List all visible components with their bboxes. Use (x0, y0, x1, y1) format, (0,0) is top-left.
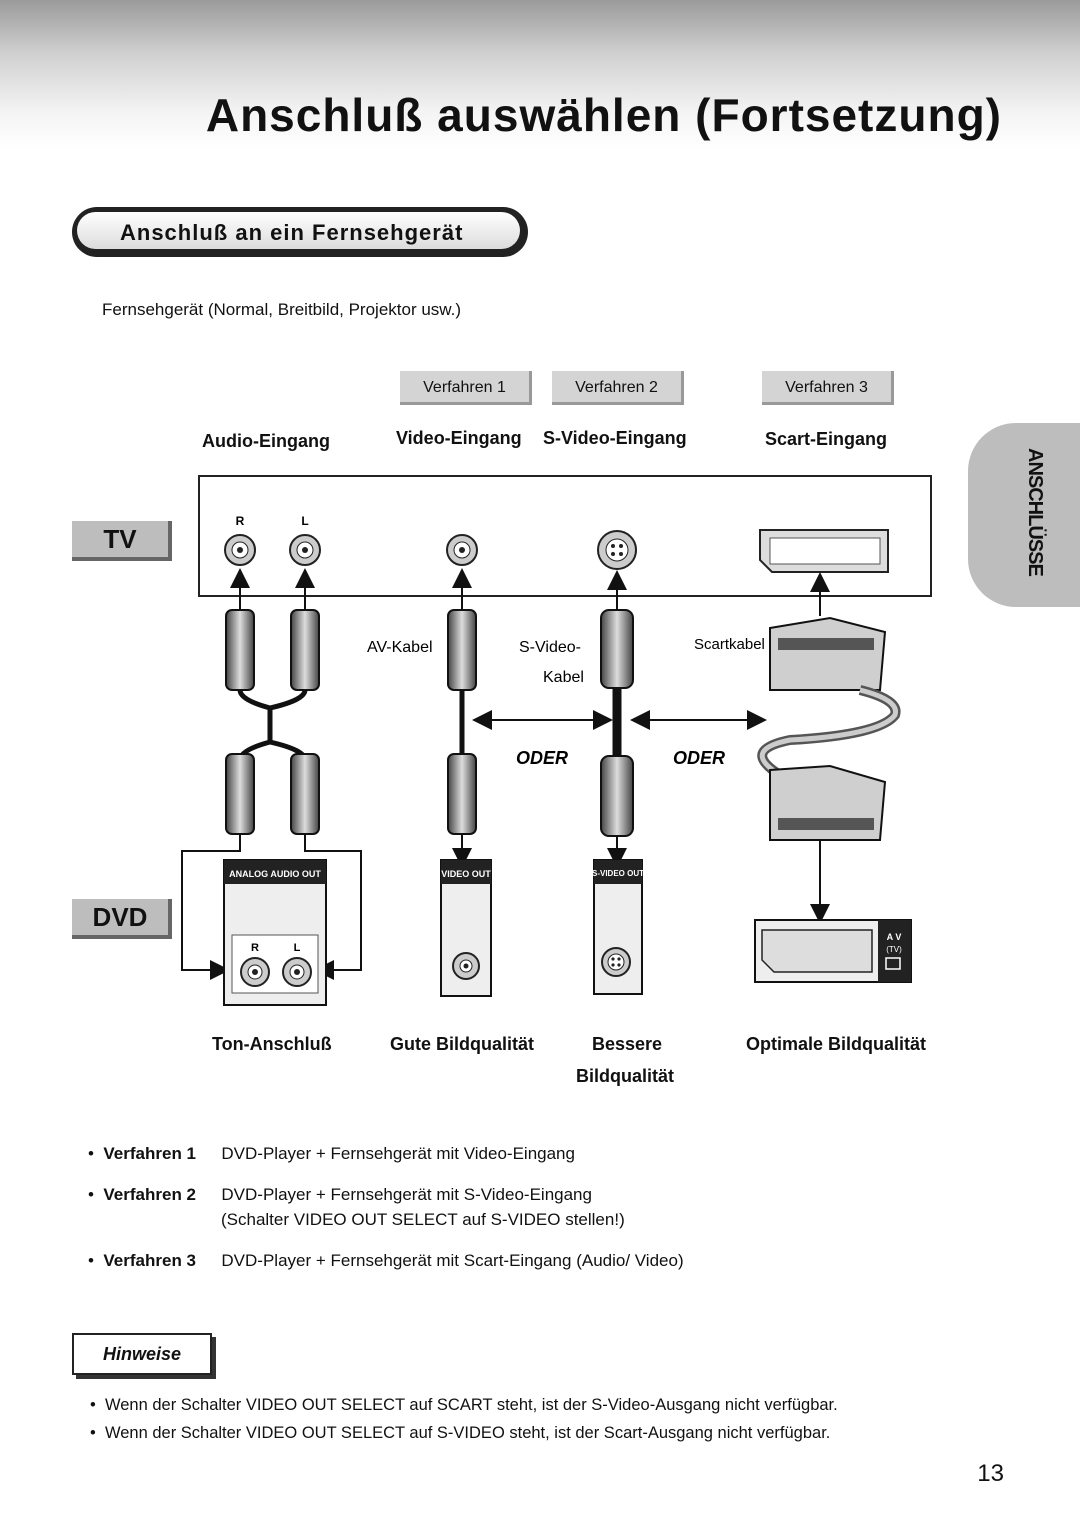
tv-rca-jack-l (289, 534, 321, 566)
video-plug-top (447, 609, 477, 691)
notes-heading: Hinweise (102, 1344, 182, 1364)
dvd-analog-audio-panel: ANALOG AUDIO OUT R L (223, 859, 327, 1006)
method-badge-1: Verfahren 1 (400, 371, 532, 405)
av-label: A V (887, 932, 902, 942)
analog-audio-out-label: ANALOG AUDIO OUT (229, 869, 321, 879)
svideo-cable-label-1: S-Video- (519, 639, 581, 656)
page-number: 13 (977, 1460, 1004, 1487)
scart-input-label: Scart-Eingang (765, 429, 888, 449)
dvd-jack-l: L (294, 942, 301, 954)
note-item-2: • Wenn der Schalter VIDEO OUT SELECT auf… (90, 1424, 831, 1442)
tv-label: TV (72, 521, 172, 561)
tv-scart-socket (759, 529, 889, 573)
audio-input-label: Audio-Eingang (202, 431, 330, 451)
dvd-jack-r: R (251, 942, 259, 954)
dvd-svideo-out-panel: S-VIDEO OUT (592, 859, 644, 995)
svideo-plug-top (600, 609, 634, 689)
svideo-input-label: S-Video-Eingang (543, 428, 687, 448)
av-cable-label: AV-Kabel (367, 639, 433, 656)
dvd-video-out-panel: VIDEO OUT (440, 859, 492, 997)
svideo-out-label: S-VIDEO OUT (592, 869, 644, 878)
video-input-label: Video-Eingang (396, 428, 522, 448)
tv-jack-l: L (301, 514, 308, 528)
scart-io-icon (885, 957, 901, 970)
quality-better-label-2: Bildqualität (576, 1066, 674, 1086)
scart-plug-top (769, 616, 887, 691)
quality-best-label: Optimale Bildqualität (746, 1034, 927, 1054)
audio-plug-top-l (290, 609, 320, 691)
method-item-2-sub: (Schalter VIDEO OUT SELECT auf S-VIDEO s… (221, 1210, 625, 1229)
section-title: Anschluß an ein Fernsehgerät (120, 220, 464, 245)
quality-good-label: Gute Bildqualität (390, 1034, 534, 1054)
audio-plug-bottom-l (290, 753, 320, 835)
video-out-label: VIDEO OUT (441, 869, 491, 879)
note-item-1: • Wenn der Schalter VIDEO OUT SELECT auf… (90, 1396, 838, 1414)
tv-types-caption: Fernsehgerät (Normal, Breitbild, Projekt… (102, 300, 462, 319)
method-badge-2: Verfahren 2 (552, 371, 684, 405)
side-tab: ANSCHLÜSSE (968, 423, 1080, 607)
tv-video-jack (446, 534, 478, 566)
audio-plug-top-r (225, 609, 255, 691)
scart-cable-label: Scartkabel (694, 636, 765, 653)
svideo-cable-label-2: Kabel (543, 669, 584, 686)
dvd-label: DVD (72, 899, 172, 939)
tv-svideo-jack (597, 530, 637, 570)
quality-audio-label: Ton-Anschluß (212, 1034, 332, 1054)
av-tv-label: (TV) (886, 945, 902, 954)
quality-better-label-1: Bessere (592, 1034, 663, 1054)
header-gradient (0, 0, 1080, 150)
notes-heading-box: Hinweise (72, 1333, 212, 1375)
tv-rca-jack-r (224, 534, 256, 566)
section-title-pill (72, 207, 528, 257)
audio-plug-bottom-r (225, 753, 255, 835)
scart-plug-bottom (769, 764, 887, 841)
oder-label-1: ODER (516, 748, 568, 768)
svideo-plug-bottom (600, 755, 634, 837)
tv-jack-r: R (236, 514, 245, 528)
page-title: Anschluß auswählen (Fortsetzung) (205, 89, 1002, 141)
dvd-scart-panel: A V (TV) (754, 919, 912, 983)
oder-label-2: ODER (673, 748, 725, 768)
method-badge-3: Verfahren 3 (762, 371, 894, 405)
video-plug-bottom (447, 753, 477, 835)
